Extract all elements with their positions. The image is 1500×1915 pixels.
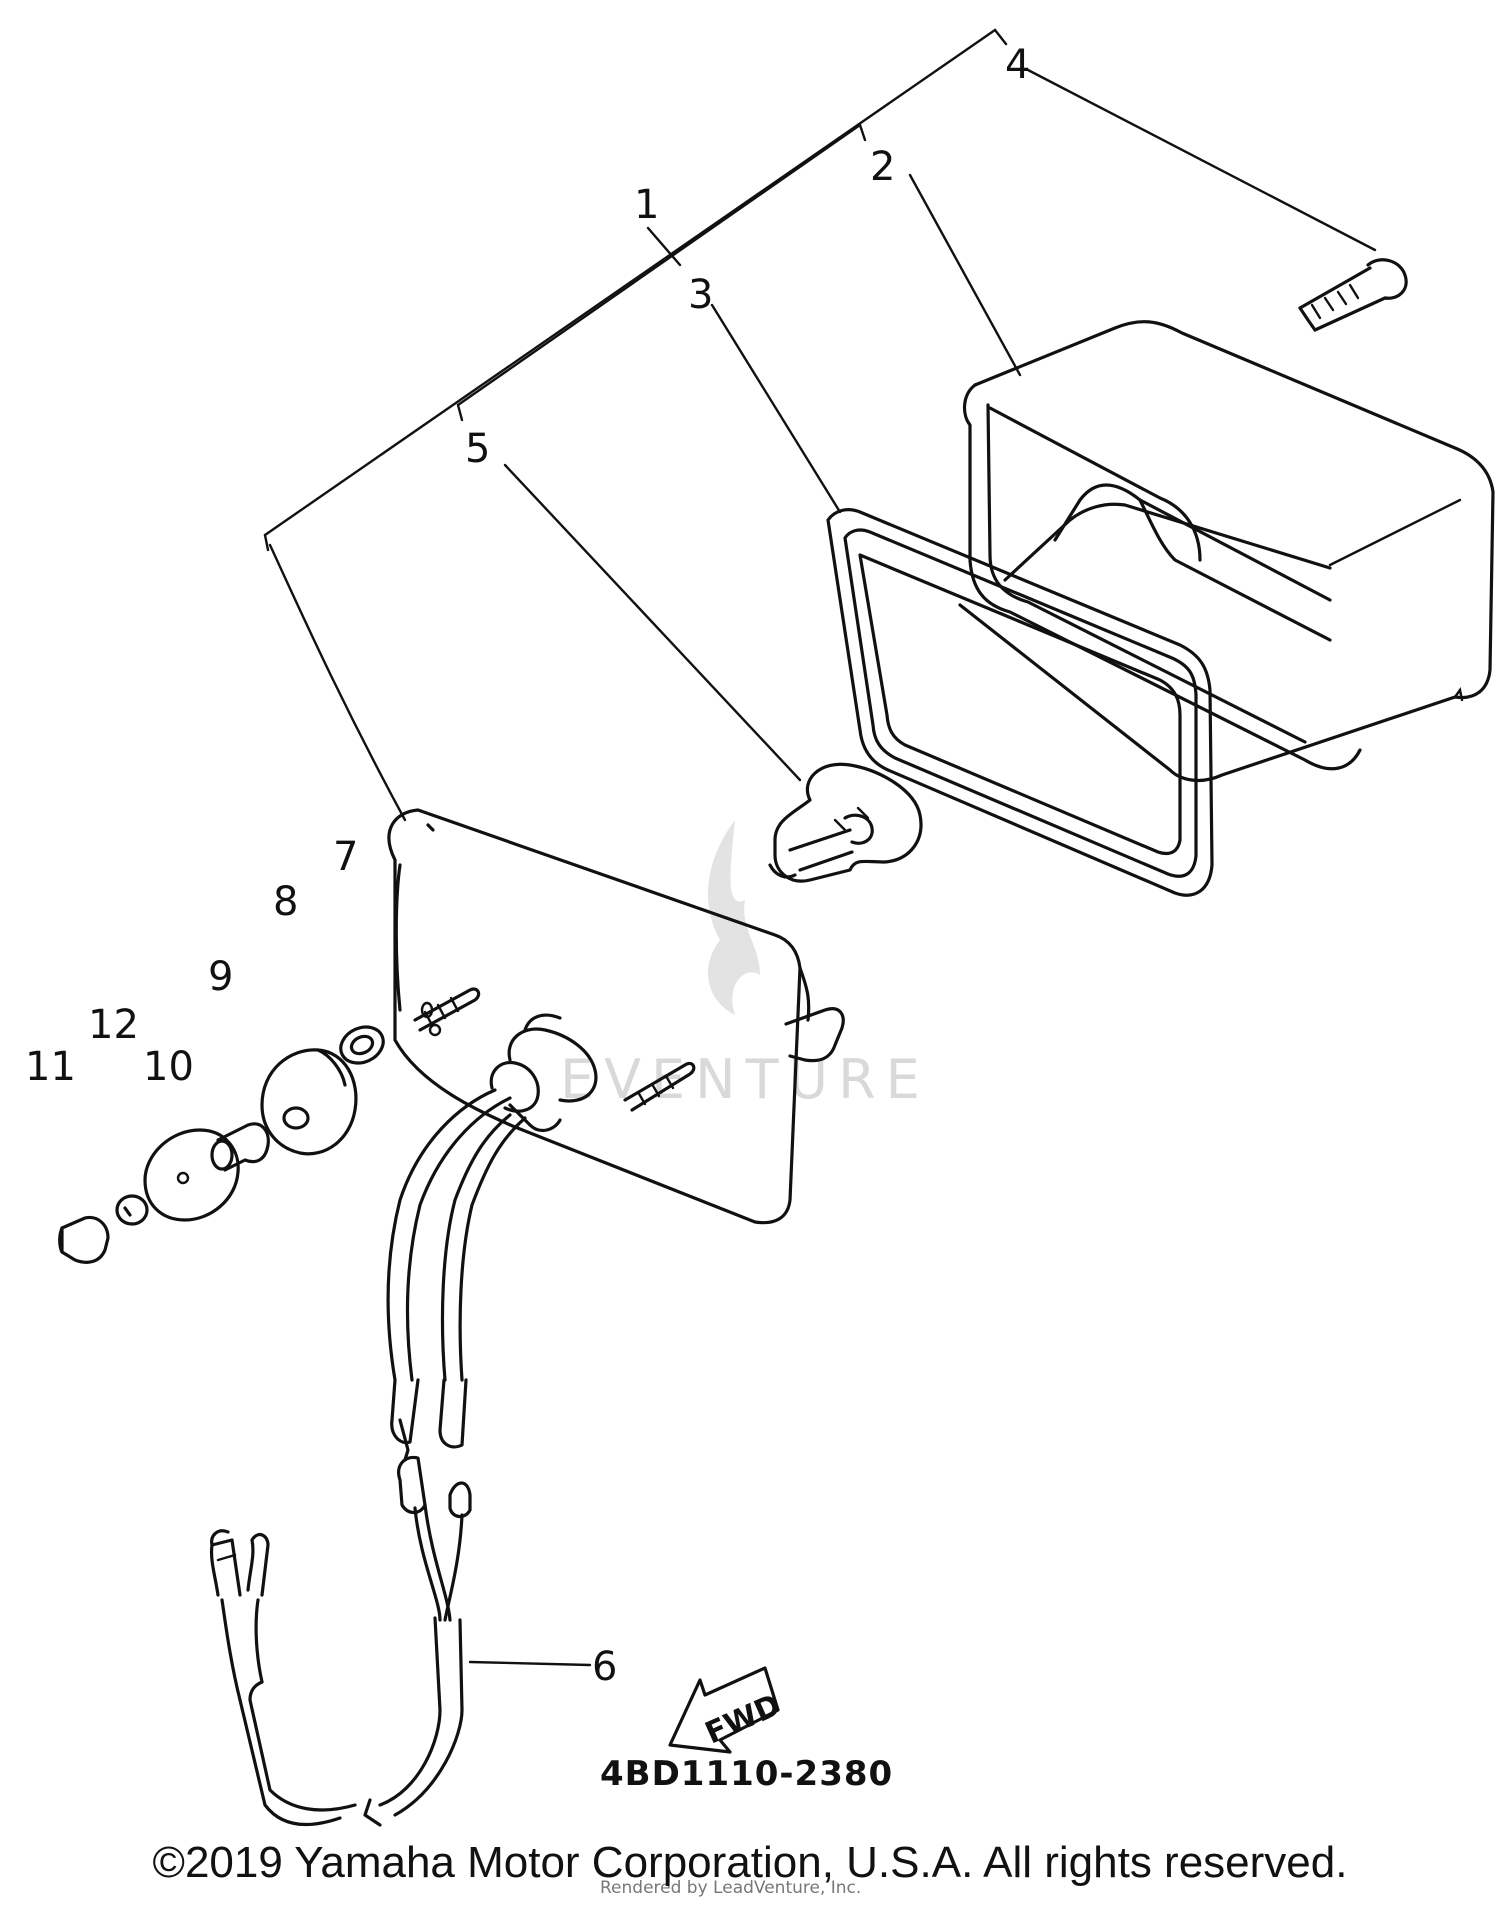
bulb [768,762,923,883]
callout-5: 5 [465,426,490,472]
screw [1298,258,1408,332]
harness-6 [209,1455,472,1827]
base-housing [387,808,845,1225]
leader-2 [908,173,1022,377]
washer-7 [339,1025,385,1065]
fwd-arrow: FWD [668,1666,786,1754]
callout-11: 11 [25,1044,76,1090]
callout-10: 10 [143,1044,194,1090]
callout-8: 8 [273,879,298,925]
bracket-drop [268,543,407,822]
gasket [826,508,1214,897]
leader-6 [468,1660,592,1667]
assembly-brackets [263,28,1008,822]
fwd-label: FWD [700,1688,786,1752]
lens-cover [958,320,1495,783]
leader-1 [646,226,682,267]
washer-12 [115,1194,149,1226]
copyright-notice: ©2019 Yamaha Motor Corporation, U.S.A. A… [152,1838,1348,1887]
diagram-code: 4BD1110-2380 [600,1754,893,1794]
callout-6: 6 [592,1644,617,1690]
callout-7: 7 [333,834,358,880]
watermark: EVENTURE Rendered by LeadVenture, Inc. [560,820,930,1898]
leader-3 [710,303,842,514]
callout-4: 4 [1005,42,1030,88]
callout-9: 9 [208,954,233,1000]
lamp-wires [386,1088,527,1462]
grommet-8 [260,1048,358,1156]
bracket-assembly-4 [263,28,1008,537]
callout-3: 3 [688,272,713,318]
nut-11 [58,1215,110,1264]
callouts: 1 2 3 4 5 6 7 8 9 10 11 12 [25,42,1030,1690]
leader-lines [468,68,1377,1667]
flame-logo-icon [708,820,760,1015]
callout-1: 1 [634,182,659,228]
plate-10 [143,1128,240,1222]
callout-2: 2 [870,144,895,190]
bracket-assembly-1 [456,123,867,407]
watermark-small-text: Rendered by LeadVenture, Inc. [600,1878,861,1898]
callout-12: 12 [88,1002,139,1048]
watermark-text: EVENTURE [560,1048,930,1111]
leader-4 [1026,68,1377,252]
leader-5 [503,463,802,782]
collar-9 [210,1122,270,1172]
